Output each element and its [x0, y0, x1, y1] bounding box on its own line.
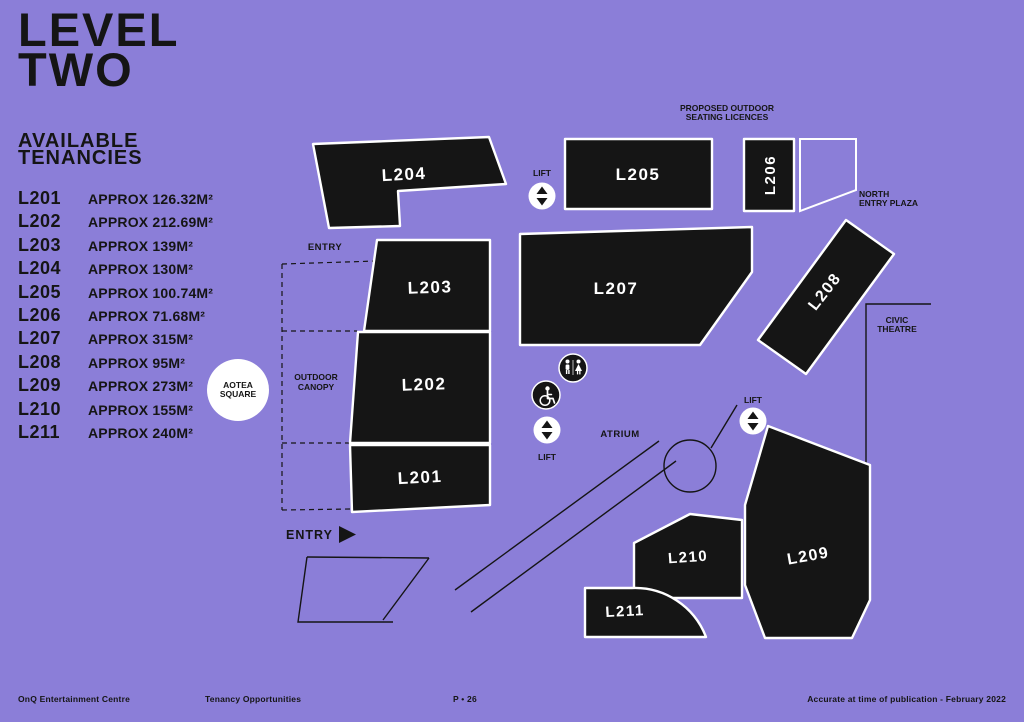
tenancy-code: L207 [18, 328, 62, 349]
unit-l201-label: L201 [397, 467, 443, 488]
unit-l206-label: L206 [762, 155, 779, 195]
heading-line1: AVAILABLE [18, 130, 139, 152]
unit-l201-shape [348, 443, 492, 514]
footer-accuracy-note: Accurate at time of publication - Februa… [807, 694, 1006, 704]
unit-l207-label: L207 [594, 279, 639, 298]
unit-l202-shape [348, 330, 492, 445]
proposed-seating-label-line1: PROPOSED OUTDOOR [680, 103, 774, 113]
tenancy-row: L205 APPROX 100.74M² [18, 282, 213, 305]
aotea-square-circle [207, 359, 269, 421]
tenancy-area: APPROX 139M² [88, 237, 194, 254]
unit-l209-shape [743, 424, 872, 640]
unit-l202-label: L202 [401, 374, 446, 395]
unit-l211-label: L211 [605, 602, 645, 621]
outdoor-canopy-label-line2: CANOPY [298, 382, 335, 392]
tenancy-row: L210 APPROX 155M² [18, 399, 213, 422]
tenancy-code: L204 [18, 258, 62, 279]
unit-l211-shape [583, 586, 708, 639]
footer-doc-title: Tenancy Opportunities [205, 694, 302, 704]
north-entry-plaza-label-line1: NORTH [859, 189, 889, 199]
lift-icon [528, 182, 556, 210]
aotea-square-marker: AOTEA SQUARE [207, 359, 269, 421]
entry-top-label: ENTRY [308, 242, 343, 253]
tenancy-row: L208 APPROX 95M² [18, 352, 213, 375]
tenancy-area: APPROX 95M² [88, 354, 186, 371]
tenancy-code: L206 [18, 304, 62, 325]
tenancy-area: APPROX 71.68M² [88, 307, 206, 324]
page-title-line2: TWO [18, 43, 134, 96]
stairs-outline-2 [382, 557, 430, 621]
lift-icon [533, 416, 561, 444]
aotea-square-label-line2: SQUARE [220, 389, 257, 399]
page-title-line1: LEVEL [18, 3, 180, 56]
footer-page-number: P • 26 [453, 694, 477, 704]
tenancy-area: APPROX 212.69M² [88, 214, 214, 231]
lift-label: LIFT [533, 168, 552, 178]
tenancy-area: APPROX 273M² [88, 378, 194, 395]
unit-l207-shape [518, 225, 754, 347]
lift-markers [528, 182, 767, 444]
stairs-outline-3 [306, 556, 430, 559]
atrium-path-line-1 [454, 440, 660, 591]
atrium-label: ATRIUM [600, 429, 639, 440]
unit-l210-label: L210 [667, 548, 708, 568]
tenancy-area: APPROX 240M² [88, 424, 194, 441]
tenancy-code: L210 [18, 398, 62, 419]
tenancy-code: L211 [18, 421, 61, 442]
footer-brand: OnQ Entertainment Centre [18, 694, 131, 704]
tenancy-area: APPROX 130M² [88, 261, 194, 278]
unit-l208-shape [756, 218, 896, 376]
wheelchair-icon [531, 380, 561, 410]
lift-label: LIFT [744, 395, 763, 405]
unit-l204-shape [311, 135, 508, 230]
north-entry-plaza-outline [799, 138, 857, 213]
outdoor-canopy-label-line1: OUTDOOR [294, 372, 337, 382]
tenancy-area: APPROX 155M² [88, 401, 194, 418]
outdoor-canopy-dashed-outline [281, 260, 378, 511]
tenancy-area: APPROX 100.74M² [88, 284, 214, 301]
proposed-seating-label-line2: SEATING LICENCES [686, 112, 769, 122]
heading-line2: TENANCIES [18, 147, 143, 169]
tenancy-row: L209 APPROX 273M² [18, 375, 213, 398]
tenancy-row: L202 APPROX 212.69M² [18, 211, 213, 234]
aotea-square-label-line1: AOTEA [223, 380, 253, 390]
tenancy-code: L209 [18, 375, 62, 396]
unit-l205-label: L205 [616, 165, 661, 184]
atrium-path-line-2 [470, 460, 677, 613]
tenancy-row: L207 APPROX 315M² [18, 328, 213, 351]
unit-l204-label: L204 [381, 164, 427, 185]
north-entry-plaza-label-line2: ENTRY PLAZA [859, 198, 918, 208]
toilets-icon [558, 353, 588, 383]
unit-shapes [311, 135, 896, 640]
stairs-outline-1 [297, 556, 393, 623]
map-labels: ENTRY PROPOSED OUTDOOR SEATING LICENCES … [286, 103, 918, 542]
atrium-circle [663, 439, 717, 493]
tenancy-code: L201 [18, 188, 62, 208]
tenancy-row: L211 APPROX 240M² [18, 422, 213, 445]
available-tenancies-heading: AVAILABLE TENANCIES [18, 130, 143, 169]
civic-theatre-label-line2: THEATRE [877, 324, 917, 334]
unit-l205-shape [563, 137, 714, 211]
tenancy-code: L208 [18, 351, 62, 372]
tenancy-code: L205 [18, 281, 62, 302]
civic-theatre-label-line1: CIVIC [886, 315, 909, 325]
entry-arrow-icon [339, 526, 356, 543]
unit-l206-shape [742, 137, 796, 213]
tenancy-area: APPROX 315M² [88, 331, 194, 348]
tenancy-row: L206 APPROX 71.68M² [18, 305, 213, 328]
tenancy-code: L202 [18, 211, 62, 232]
atrium-path-line-3 [710, 404, 738, 449]
tenancy-row: L204 APPROX 130M² [18, 258, 213, 281]
page-title: LEVEL TWO [18, 3, 180, 96]
lift-icon [739, 407, 767, 435]
tenancy-row: L203 APPROX 139M² [18, 235, 213, 258]
unit-l203-label: L203 [407, 277, 452, 298]
tenancy-code: L203 [18, 234, 62, 255]
tenancy-area: APPROX 126.32M² [88, 191, 214, 207]
lift-label: LIFT [538, 452, 557, 462]
entry-bottom-label: ENTRY [286, 528, 333, 542]
tenancy-row: L201 APPROX 126.32M² [18, 188, 213, 211]
